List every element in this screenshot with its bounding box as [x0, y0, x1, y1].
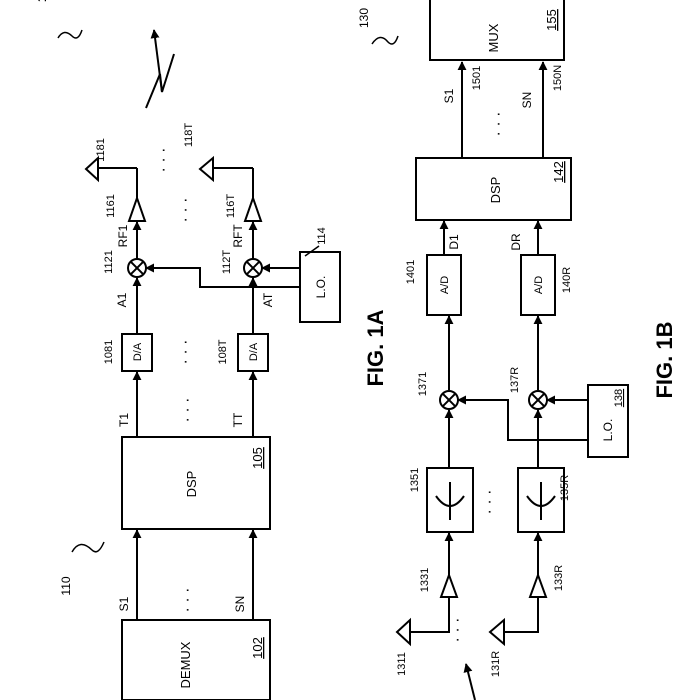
signal-at-label: AT: [261, 292, 275, 307]
dsp-label-tx: DSP: [184, 471, 199, 498]
mux-label: MUX: [486, 23, 501, 52]
mux-ref: 155: [544, 9, 559, 31]
signal-d1-label: D1: [447, 234, 461, 250]
fig-1a-caption: FIG. 1A: [363, 309, 388, 386]
antenna-rx-1: [395, 617, 411, 647]
dac-label-1: D/A: [132, 342, 144, 361]
dsp-block-rx: DSP 142: [415, 157, 572, 221]
amplifier-rx-r: [528, 572, 548, 598]
demux-block: DEMUX 102: [121, 619, 271, 700]
incoming-signal-arrow: [463, 663, 476, 700]
local-oscillator-tx: L.O. 114: [299, 227, 341, 323]
dac-ref-t: 108T: [217, 339, 229, 364]
amp-ref-1: 1161: [105, 194, 117, 218]
lo-ref-tx-leader: [304, 245, 320, 257]
output-s1-label: S1: [442, 88, 456, 103]
antenna-ref-1: 1181: [95, 138, 107, 162]
local-oscillator-rx: L.O. 138: [587, 384, 629, 458]
output-ellipsis: · · ·: [490, 112, 507, 137]
filter-ref-r: 135R: [559, 475, 571, 501]
signal-t1-label: T1: [117, 413, 131, 427]
signal-dr-label: DR: [509, 233, 523, 251]
antenna-ref-t: 118T: [183, 123, 195, 148]
signal-rft-label: RFT: [231, 224, 245, 248]
tx-mid-ellipsis: · · ·: [179, 398, 196, 423]
lo-label-tx: L.O.: [314, 276, 328, 299]
amplifier-t: [243, 194, 263, 222]
signal-sn-label: SN: [233, 596, 247, 613]
lo-ref-tx: 114: [316, 227, 328, 245]
amplifier-rx-1: [439, 572, 459, 598]
transmitter-ref: 110: [59, 576, 73, 595]
lo-rx-feed-1: [457, 395, 588, 441]
demux-ref: 102: [250, 637, 265, 659]
lo-feed-1: [145, 263, 300, 288]
antenna-rx-r-feed: [504, 598, 539, 633]
fig-1b-caption: FIG. 1B: [652, 321, 677, 398]
adc-block-r: A/D 140R: [520, 254, 573, 316]
system-ref-leader: [57, 29, 83, 39]
antenna-ellipsis: · · ·: [155, 148, 172, 173]
output-sn-label: SN: [520, 92, 534, 109]
filter-ref-1: 1351: [409, 468, 421, 492]
adc-ref-r: 140R: [561, 267, 573, 293]
dac-ref-1: 1081: [103, 340, 115, 364]
amplifier-1: [127, 194, 147, 222]
dsp-ref-tx: 105: [250, 447, 265, 469]
antenna-t: [198, 155, 253, 183]
antenna-rx-1-feed: [410, 598, 450, 633]
mixer-rx-ref-r: 137R: [509, 367, 521, 393]
mixer-rx-ref-1: 1371: [417, 372, 429, 396]
adc-ref-1: 1401: [405, 260, 417, 284]
system-ref: 100: [35, 0, 49, 2]
demux-label: DEMUX: [178, 641, 193, 688]
dsp-ref-rx: 142: [551, 161, 566, 183]
input-ellipsis: · · ·: [179, 588, 196, 613]
antenna-rx-r: [488, 617, 505, 647]
lo-ref-rx: 138: [613, 389, 625, 407]
mixer-rx-1: [439, 390, 459, 410]
dac-block-t: D/A 108T: [217, 333, 269, 372]
fig-1a-transmitter: DEMUX 102 S1 SN · · · 110 DSP 105 T1 TT …: [35, 0, 388, 700]
mixer-rx-r: [528, 390, 548, 410]
filter-block-r: 135R: [517, 467, 571, 533]
output-ref-1: 1501: [471, 66, 483, 90]
signal-tt-label: TT: [231, 412, 245, 427]
mixer-ref-t: 112T: [221, 250, 233, 275]
receiver-ref: 130: [357, 8, 371, 28]
amp-ellipsis: · · ·: [177, 198, 194, 223]
lo-label-rx: L.O.: [601, 419, 615, 442]
signal-rf1-label: RF1: [116, 224, 130, 247]
mixer-ref-1: 1121: [103, 250, 115, 274]
adc-label-1: A/D: [439, 276, 451, 294]
signal-a1-label: A1: [115, 292, 129, 307]
receiver-ref-leader: [371, 35, 399, 45]
antenna-rx-ellipsis: · · ·: [449, 618, 466, 643]
transmitter-ref-leader: [71, 541, 105, 553]
antenna-1: [84, 155, 137, 183]
mixer-1: [127, 258, 147, 278]
adc-block-1: A/D 1401: [405, 254, 462, 316]
antenna-rx-ref-r: 131R: [490, 651, 502, 677]
filter-ellipsis: · · ·: [481, 490, 498, 515]
mux-block: MUX 155: [429, 0, 565, 61]
dsp-block-tx: DSP 105: [121, 436, 271, 530]
dsp-label-rx: DSP: [488, 177, 503, 204]
antenna-rx-ref-1: 1311: [396, 652, 408, 676]
amp-rx-ref-r: 133R: [553, 565, 565, 591]
mixer-t: [243, 258, 263, 278]
filter-block-1: 1351: [409, 467, 474, 533]
dac-label-t: D/A: [248, 342, 260, 361]
amp-rx-ref-1: 1331: [419, 568, 431, 592]
wireless-link-arrow: [150, 29, 163, 93]
dac-block-1: D/A 1081: [103, 333, 153, 372]
fig-1b-receiver: 130 MUX 155 S1 SN 1501 150N · · · DSP 14…: [357, 0, 677, 700]
amp-ref-t: 116T: [225, 194, 237, 219]
adc-label-r: A/D: [533, 276, 545, 294]
dac-ellipsis: · · ·: [177, 340, 194, 365]
signal-s1-label: S1: [117, 596, 131, 611]
output-ref-n: 150N: [552, 65, 564, 91]
